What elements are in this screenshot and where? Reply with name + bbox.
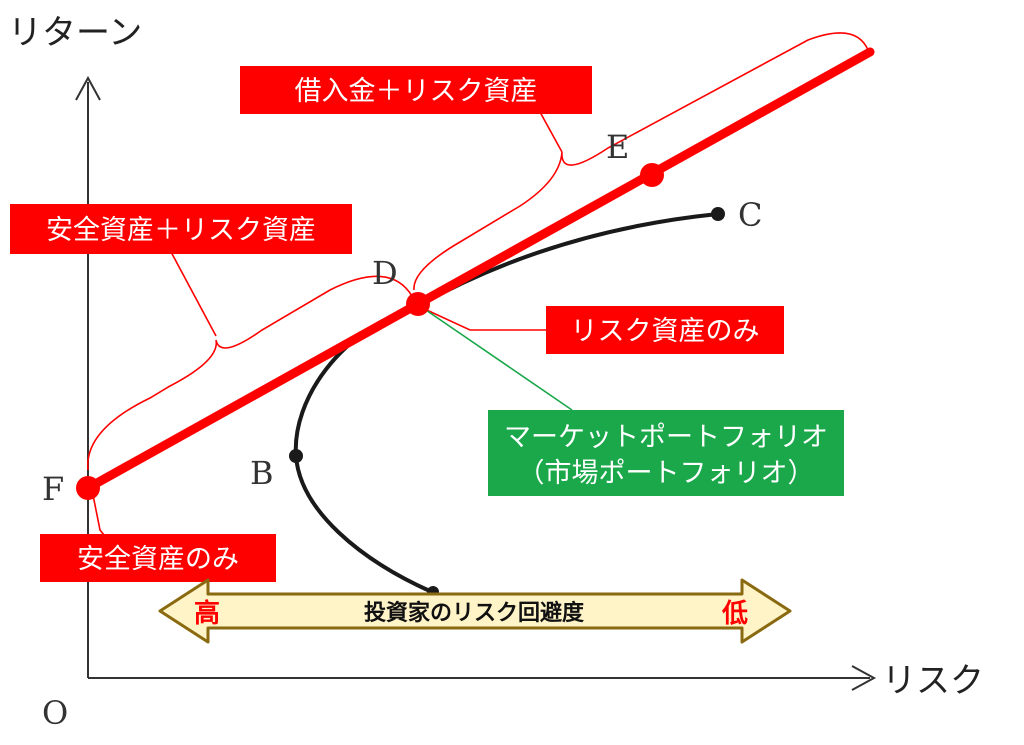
tag-safe-only: 安全資産のみ [40,534,276,582]
y-axis-arrowhead [75,75,101,101]
tag-market-portfolio: マーケットポートフォリオ （市場ポートフォリオ） [488,410,844,496]
braces [87,32,869,541]
connector-risk-only [417,305,548,331]
point-b-marker [289,449,303,463]
tag-safe-only-text: 安全資産のみ [77,544,239,575]
point-d-label: D [372,254,398,292]
arrow-high-label: 高 [194,598,220,629]
point-b-label: B [250,454,274,492]
point-f-label: F [42,470,64,508]
risk-aversion-arrow: 高 投資家のリスク回避度 低 [158,578,792,644]
point-e-marker [640,163,664,187]
arrow-low-label: 低 [721,599,748,629]
tag-safe-plus-risk: 安全資産＋リスク資産 [10,204,352,254]
point-labels: B C D E F [42,128,762,508]
cml-line [83,47,875,493]
frontier-curve [293,212,719,594]
connector-market-portfolio [419,305,573,411]
tag-market-portfolio-line2: （市場ポートフォリオ） [518,458,815,489]
efficient-frontier [289,207,725,598]
point-d-marker [406,292,430,316]
tag-borrow-plus-risk: 借入金＋リスク資産 [240,66,592,114]
point-c-marker [711,207,725,221]
point-c-label: C [738,196,762,234]
capital-market-line [76,47,875,500]
y-axis-label: リターン [8,13,142,53]
x-axis-label: リスク [882,661,984,701]
point-e-label: E [606,128,629,166]
point-f-marker [76,476,100,500]
tag-risk-only-text: リスク資産のみ [571,316,760,347]
arrow-title: 投資家のリスク回避度 [364,600,585,626]
double-arrow-shape [158,578,792,644]
origin-label: O [42,694,68,732]
axes: リターン リスク O [8,13,984,732]
tag-borrow-plus-risk-text: 借入金＋リスク資産 [295,76,538,107]
tag-market-portfolio-line1: マーケットポートフォリオ [504,422,828,453]
connector-safe-tag [169,249,217,337]
brace-safe-plus-risk [87,275,413,471]
connector-borrow-tag [539,111,563,153]
x-axis-arrowhead [851,665,877,691]
tag-safe-plus-risk-text: 安全資産＋リスク資産 [46,215,316,246]
tag-risk-only: リスク資産のみ [546,306,784,354]
